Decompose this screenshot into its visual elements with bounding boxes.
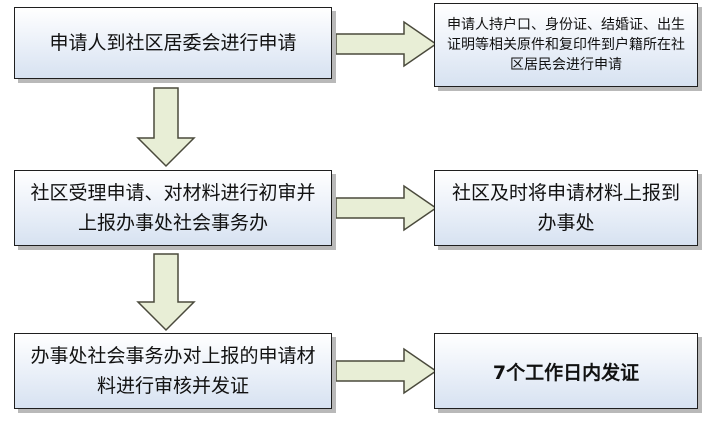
step-3-label: 办事处社会事务办对上报的申请材料进行审核并发证 (30, 345, 316, 397)
arrow-down-2 (136, 253, 196, 332)
step-1-box: 申请人到社区居委会进行申请 (14, 7, 332, 79)
arrow-down-1 (136, 87, 196, 168)
step-1-result-label: 申请人持户口、身份证、结婚证、出生证明等相关原件和复印件到户籍所在社区居民会进行… (447, 17, 685, 73)
step-2-box: 社区受理申请、对材料进行初审并上报办事处社会事务办 (14, 170, 332, 246)
step-2-result-label: 社区及时将申请材料上报到办事处 (451, 182, 680, 234)
step-3-result-label: 7个工作日内发证 (492, 361, 640, 384)
step-1-result-box: 申请人持户口、身份证、结婚证、出生证明等相关原件和复印件到户籍所在社区居民会进行… (434, 3, 698, 87)
arrow-right-3 (335, 347, 438, 395)
arrow-right-1 (335, 20, 438, 68)
step-3-box: 办事处社会事务办对上报的申请材料进行审核并发证 (14, 333, 332, 409)
arrow-right-2 (335, 184, 438, 232)
step-2-label: 社区受理申请、对材料进行初审并上报办事处社会事务办 (30, 182, 316, 234)
step-1-label: 申请人到社区居委会进行申请 (49, 32, 297, 54)
step-3-result-box: 7个工作日内发证 (434, 333, 698, 409)
step-2-result-box: 社区及时将申请材料上报到办事处 (434, 170, 698, 246)
